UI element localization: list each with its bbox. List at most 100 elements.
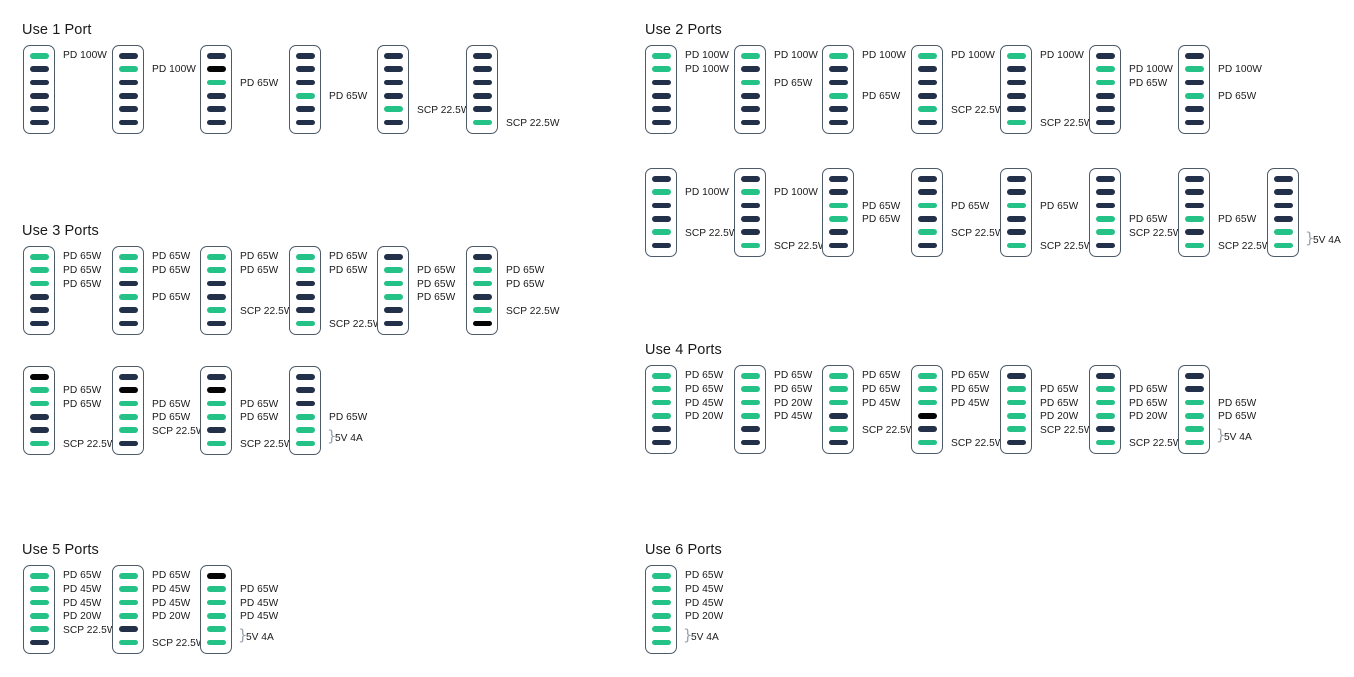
charger-device[interactable] xyxy=(822,168,854,257)
port-6-navy[interactable] xyxy=(651,439,671,446)
port-4-navy[interactable] xyxy=(206,293,226,300)
port-4-navy[interactable] xyxy=(1006,92,1026,99)
port-5-navy[interactable] xyxy=(828,106,848,113)
port-2-black[interactable] xyxy=(118,387,138,394)
port-1-green[interactable] xyxy=(295,254,315,260)
port-5-navy[interactable] xyxy=(295,106,315,113)
port-6-navy[interactable] xyxy=(118,320,138,327)
port-5-green[interactable] xyxy=(118,427,138,434)
port-5-navy[interactable] xyxy=(651,426,671,433)
port-4-green[interactable] xyxy=(1184,412,1204,419)
port-2-navy[interactable] xyxy=(917,189,937,196)
port-5-green[interactable] xyxy=(651,229,671,236)
port-4-navy[interactable] xyxy=(917,92,937,99)
charger-device[interactable] xyxy=(200,45,232,134)
charger-device[interactable] xyxy=(200,246,232,335)
port-4-green[interactable] xyxy=(651,412,671,419)
port-2-navy[interactable] xyxy=(295,66,315,73)
port-3-navy[interactable] xyxy=(295,79,315,86)
charger-device[interactable] xyxy=(734,45,766,134)
port-2-green[interactable] xyxy=(206,267,226,274)
port-5-navy[interactable] xyxy=(740,426,760,433)
charger-device[interactable] xyxy=(1000,45,1032,134)
port-4-green[interactable] xyxy=(1006,412,1026,419)
port-1-navy[interactable] xyxy=(118,53,138,59)
port-6-navy[interactable] xyxy=(29,119,49,126)
port-3-navy[interactable] xyxy=(917,79,937,86)
port-4-navy[interactable] xyxy=(1095,92,1115,99)
port-2-navy[interactable] xyxy=(917,66,937,73)
port-3-green[interactable] xyxy=(651,399,671,406)
port-4-green[interactable] xyxy=(828,92,848,99)
port-6-navy[interactable] xyxy=(206,320,226,327)
port-3-green[interactable] xyxy=(29,400,49,407)
charger-device[interactable] xyxy=(377,246,409,335)
port-5-navy[interactable] xyxy=(383,307,403,314)
port-1-green[interactable] xyxy=(118,254,138,260)
port-6-green[interactable] xyxy=(206,440,226,447)
port-2-green[interactable] xyxy=(206,586,226,593)
port-2-navy[interactable] xyxy=(29,66,49,73)
charger-device[interactable] xyxy=(645,45,677,134)
port-6-navy[interactable] xyxy=(383,119,403,126)
port-2-navy[interactable] xyxy=(383,66,403,73)
port-6-navy[interactable] xyxy=(828,242,848,249)
port-4-green[interactable] xyxy=(1095,412,1115,419)
port-2-green[interactable] xyxy=(740,386,760,393)
port-2-green[interactable] xyxy=(651,66,671,73)
port-5-green[interactable] xyxy=(1095,229,1115,236)
port-2-green[interactable] xyxy=(651,386,671,393)
port-5-navy[interactable] xyxy=(295,307,315,314)
charger-device[interactable] xyxy=(645,168,677,257)
port-3-navy[interactable] xyxy=(472,79,492,86)
port-1-green[interactable] xyxy=(917,53,937,59)
port-3-green[interactable] xyxy=(828,202,848,209)
port-1-navy[interactable] xyxy=(383,53,403,59)
port-5-navy[interactable] xyxy=(1095,426,1115,433)
port-5-navy[interactable] xyxy=(740,229,760,236)
charger-device[interactable] xyxy=(1178,45,1210,134)
port-4-green[interactable] xyxy=(740,412,760,419)
port-4-navy[interactable] xyxy=(295,293,315,300)
port-3-navy[interactable] xyxy=(740,202,760,209)
port-1-navy[interactable] xyxy=(1184,53,1204,59)
port-3-green[interactable] xyxy=(206,79,226,86)
charger-device[interactable] xyxy=(1178,168,1210,257)
port-1-green[interactable] xyxy=(29,573,49,579)
charger-device[interactable] xyxy=(1089,45,1121,134)
port-2-green[interactable] xyxy=(118,586,138,593)
charger-device[interactable] xyxy=(1089,365,1121,454)
port-1-black[interactable] xyxy=(29,374,49,380)
port-5-navy[interactable] xyxy=(118,626,138,633)
charger-device[interactable] xyxy=(466,45,498,134)
port-6-green[interactable] xyxy=(295,320,315,327)
port-4-green[interactable] xyxy=(828,215,848,222)
port-2-navy[interactable] xyxy=(472,66,492,73)
port-3-navy[interactable] xyxy=(1273,202,1293,209)
port-6-navy[interactable] xyxy=(740,439,760,446)
port-5-green[interactable] xyxy=(1184,426,1204,433)
port-3-green[interactable] xyxy=(828,399,848,406)
port-4-navy[interactable] xyxy=(1006,215,1026,222)
port-2-black[interactable] xyxy=(206,66,226,73)
port-3-green[interactable] xyxy=(206,400,226,407)
port-3-green[interactable] xyxy=(29,280,49,287)
port-4-green[interactable] xyxy=(118,293,138,300)
port-3-navy[interactable] xyxy=(295,400,315,407)
port-2-navy[interactable] xyxy=(1095,189,1115,196)
port-3-green[interactable] xyxy=(206,599,226,606)
port-5-green[interactable] xyxy=(917,106,937,113)
port-6-navy[interactable] xyxy=(1095,119,1115,126)
port-5-navy[interactable] xyxy=(29,106,49,113)
port-2-navy[interactable] xyxy=(1006,66,1026,73)
port-2-navy[interactable] xyxy=(828,189,848,196)
port-4-green[interactable] xyxy=(383,293,403,300)
port-2-green[interactable] xyxy=(295,267,315,274)
port-4-navy[interactable] xyxy=(29,293,49,300)
port-4-navy[interactable] xyxy=(740,92,760,99)
port-1-green[interactable] xyxy=(206,254,226,260)
port-4-green[interactable] xyxy=(651,612,671,619)
port-5-navy[interactable] xyxy=(1095,106,1115,113)
port-4-green[interactable] xyxy=(1095,215,1115,222)
port-2-green[interactable] xyxy=(917,386,937,393)
